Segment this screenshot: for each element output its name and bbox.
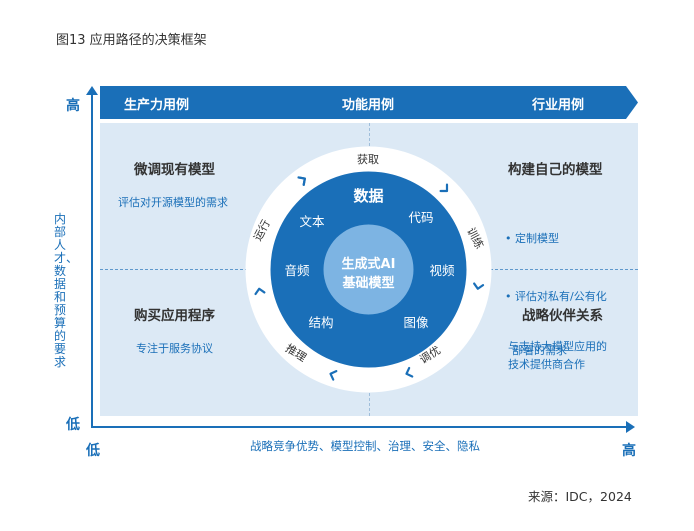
center-disc bbox=[323, 224, 414, 315]
x-axis-high-label: 高 bbox=[622, 443, 636, 459]
quadrant-text-line: 与支持大模型应用的 bbox=[508, 340, 607, 353]
quadrant-top-left-title: 微调现有模型 bbox=[134, 162, 215, 178]
ring-chevron-icon bbox=[439, 183, 449, 193]
y-axis-low-label: 低 bbox=[66, 417, 80, 433]
source-note: 来源：IDC，2024 bbox=[528, 489, 632, 504]
quadrant-top-left-text: 评估对开源模型的需求 bbox=[118, 194, 228, 212]
label-data: 数据 bbox=[353, 187, 383, 205]
x-axis-title: 战略竞争优势、模型控制、治理、安全、隐私 bbox=[250, 439, 480, 453]
quadrant-bottom-left-title: 购买应用程序 bbox=[134, 308, 215, 324]
ring-chevron-icon bbox=[329, 370, 338, 381]
banner-arrow-shape bbox=[100, 86, 638, 119]
quadrant-text-line: 部署的需求 bbox=[505, 344, 567, 357]
banner-label-industry: 行业用例 bbox=[532, 98, 585, 113]
quadrant-bottom-right-text: 与支持大模型应用的 技术提供商合作 bbox=[508, 338, 607, 374]
ring-chevron-icon bbox=[473, 282, 485, 290]
y-axis-high-label: 高 bbox=[66, 98, 80, 114]
x-axis-low-label: 低 bbox=[86, 443, 100, 459]
ring-arrows bbox=[254, 176, 485, 381]
figure-title: 图13 应用路径的决策框架 bbox=[56, 33, 207, 48]
quadrant-top-right-title: 构建自己的模型 bbox=[508, 162, 603, 178]
banner-label-productivity: 生产力用例 bbox=[124, 98, 190, 113]
quadrant-text-line: 技术提供商合作 bbox=[508, 358, 585, 371]
center-label-line1: 生成式AI bbox=[342, 256, 396, 272]
label-code: 代码 bbox=[408, 210, 433, 225]
x-axis-arrow bbox=[626, 421, 635, 433]
banner-label-functional: 功能用例 bbox=[342, 98, 395, 113]
label-video: 视频 bbox=[429, 263, 455, 278]
x-axis-line bbox=[91, 426, 628, 428]
label-image: 图像 bbox=[403, 315, 429, 330]
y-axis-arrow bbox=[86, 86, 98, 95]
ring-chevron-icon bbox=[254, 287, 266, 296]
label-structure: 结构 bbox=[308, 315, 333, 330]
quadrant-text-line: 专注于服务协议 bbox=[136, 342, 213, 355]
quadrant-text-line: 评估对开源模型的需求 bbox=[118, 196, 228, 209]
quadrant-top-right-text: • 定制模型 • 评估对私有/公有化 部署的需求 bbox=[505, 194, 607, 378]
ring-chevron-icon bbox=[405, 366, 414, 378]
quadrant-text-line: • 评估对私有/公有化 bbox=[505, 290, 607, 303]
label-text: 文本 bbox=[299, 214, 325, 229]
quadrant-text-line: • 定制模型 bbox=[505, 232, 559, 245]
y-axis-line bbox=[91, 92, 93, 426]
center-label-line2: 基础模型 bbox=[341, 275, 394, 291]
use-case-banner: 生产力用例 功能用例 行业用例 bbox=[100, 86, 638, 119]
label-audio: 音频 bbox=[284, 263, 310, 278]
y-axis-title: 内部人才、数据和预算的要求 bbox=[54, 212, 79, 369]
ring-label-acquire: 获取 bbox=[357, 153, 379, 166]
quadrant-bottom-left-text: 专注于服务协议 bbox=[136, 340, 213, 358]
ring-chevron-icon bbox=[297, 176, 306, 186]
quadrant-bottom-right-title: 战略伙伴关系 bbox=[522, 308, 603, 324]
